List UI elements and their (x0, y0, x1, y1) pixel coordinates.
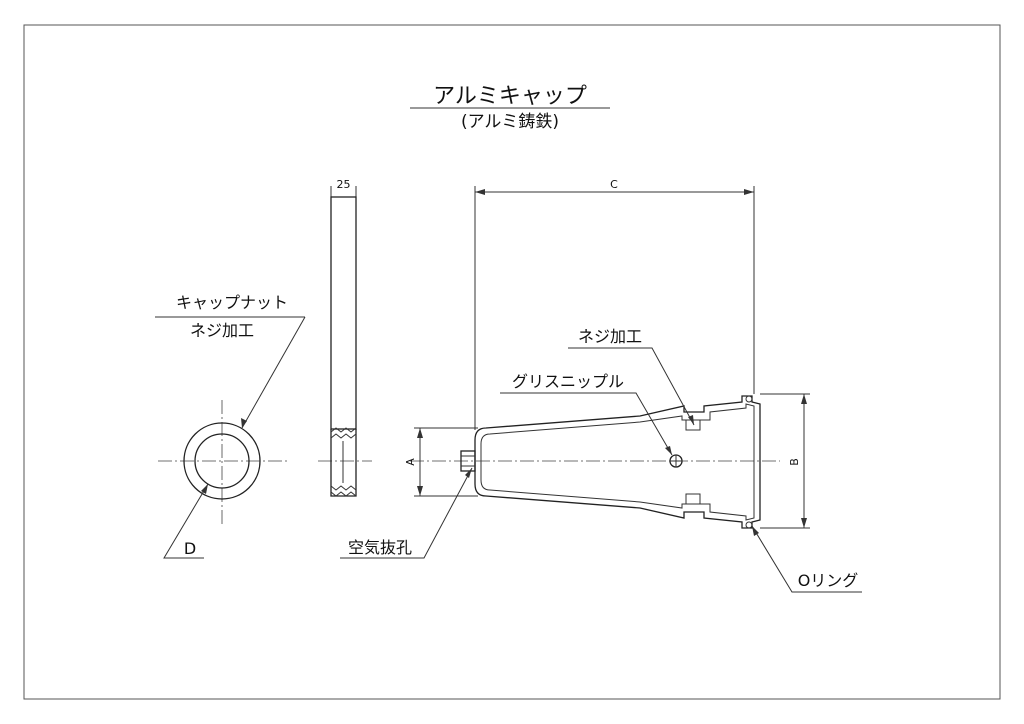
label-air-vent: 空気抜孔 (348, 538, 412, 557)
cap-outer-circle (183, 422, 261, 500)
cap-inner-circle (194, 433, 250, 489)
air-vent-plug (460, 450, 476, 472)
cap-body-view: C A B ネジ加工 (340, 178, 862, 593)
drawing-subtitle: (アルミ鋳鉄) (461, 112, 559, 132)
label-thread: ネジ加工 (578, 327, 642, 346)
dimension-c: C (610, 178, 618, 191)
front-view: キャップナット ネジ加工 D (155, 293, 306, 559)
cap-body-outer (474, 395, 761, 529)
label-grease-nipple: グリスニップル (512, 372, 624, 391)
dimension-a: A (404, 458, 417, 466)
dimension-width: 25 (337, 178, 351, 191)
label-cap-nut-thread-line1: キャップナット (176, 293, 288, 312)
title-block: アルミキャップ (アルミ鋳鉄) (410, 84, 610, 132)
dimension-d: D (184, 539, 196, 558)
drawing-title: アルミキャップ (433, 84, 587, 109)
label-o-ring: Oリング (798, 571, 859, 590)
cap-body-inner (480, 403, 755, 521)
side-view: 25 (318, 178, 372, 497)
label-cap-nut-thread-line2: ネジ加工 (190, 321, 254, 340)
drawing-frame (23, 24, 1001, 700)
dimension-b: B (788, 458, 801, 466)
